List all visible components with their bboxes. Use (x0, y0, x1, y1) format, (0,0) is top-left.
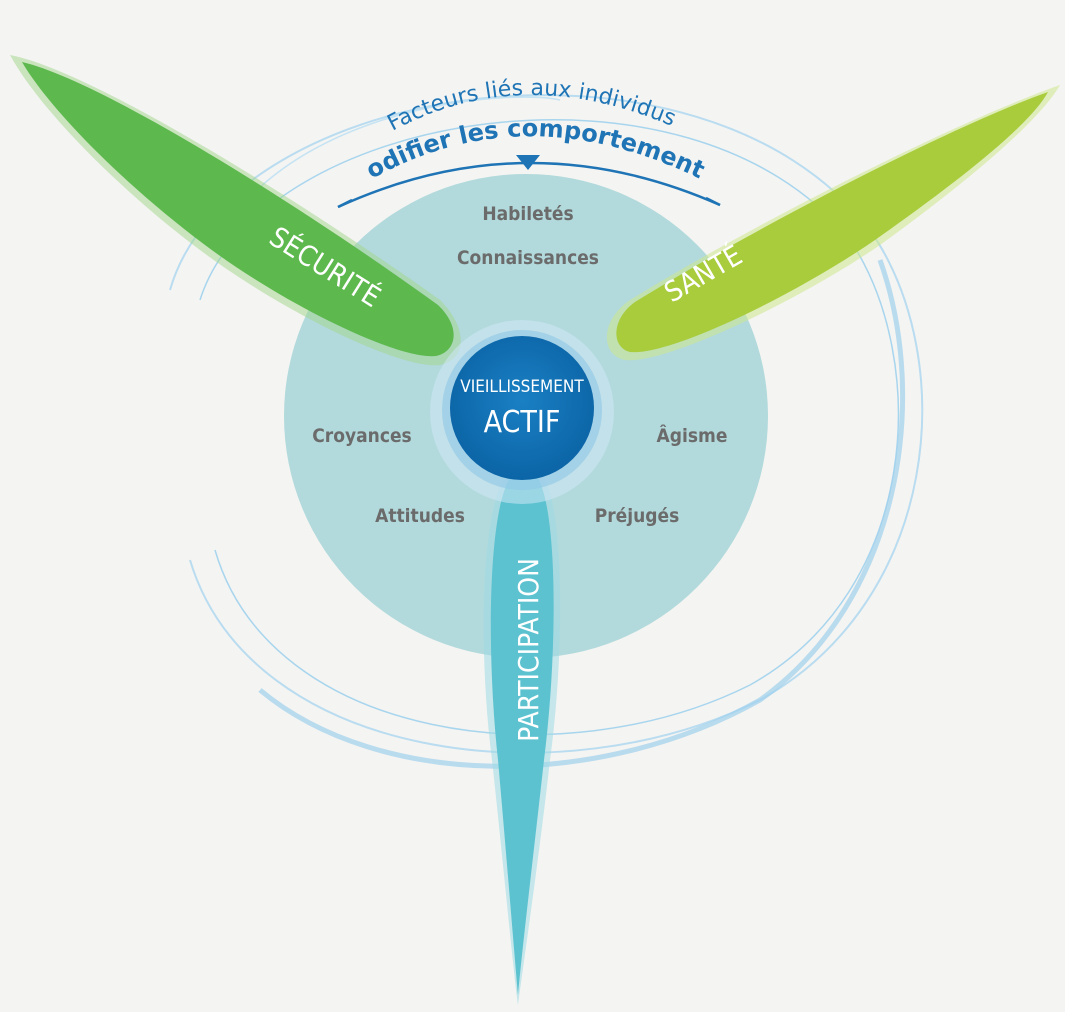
blade-securite-shape (22, 62, 454, 357)
swirl-rings (169, 94, 924, 769)
arc-bracket (337, 155, 721, 209)
swirl-ring-inner (229, 96, 561, 221)
factor-prejuges: Préjugés (595, 505, 680, 527)
factor-croyances: Croyances (312, 425, 411, 447)
blade-sante: SANTÉ (606, 85, 1060, 361)
hub-core (450, 336, 594, 480)
swirl-ring-mid (199, 119, 900, 736)
hub-label-line1: VIEILLISSEMENT (460, 377, 584, 397)
factor-connaissances: Connaissances (457, 247, 599, 269)
hub: VIEILLISSEMENT ACTIF (430, 320, 614, 504)
factor-habiletes: Habiletés (482, 203, 573, 225)
factor-attitudes: Attitudes (375, 505, 465, 527)
swirl-ring-thick (258, 259, 906, 769)
arc-bracket-right-tick (705, 196, 721, 207)
hub-label-line2: ACTIF (484, 405, 561, 440)
blade-participation-shape (490, 475, 554, 995)
factor-labels: Habiletés Connaissances Croyances Attitu… (312, 203, 727, 527)
arc-bracket-left-tick (337, 198, 353, 209)
blade-participation: PARTICIPATION (483, 470, 561, 1005)
blade-sante-shape (616, 92, 1048, 353)
arc-bracket-pointer (516, 155, 540, 170)
swirl-ring-outer (169, 94, 924, 754)
factor-agisme: Âgisme (657, 424, 728, 447)
blade-securite: SÉCURITÉ (10, 55, 461, 366)
blade-participation-label: PARTICIPATION (512, 558, 545, 742)
